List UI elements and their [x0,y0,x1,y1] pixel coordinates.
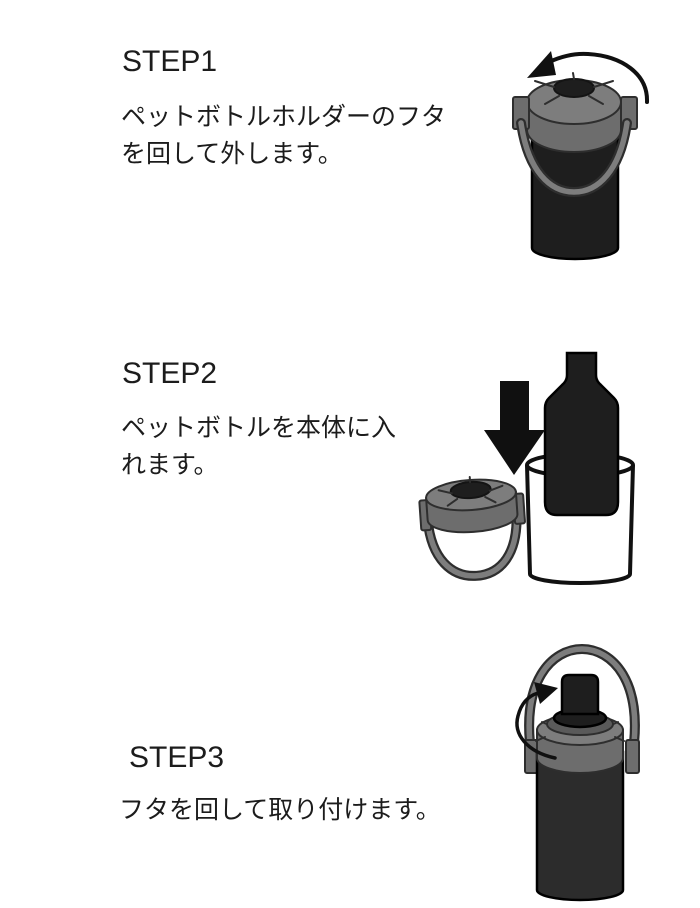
pet-bottle [543,351,620,517]
step2-description: ペットボトルを本体に入 れます。 [121,410,396,484]
step1-description-line2: を回して外します。 [121,140,343,168]
step3-title: STEP3 [129,741,225,774]
bottle-neck [552,673,608,729]
step2-description-line1: ペットボトルを本体に入 [121,414,397,442]
holder-body [535,750,625,902]
step1-illustration [512,51,650,261]
step3-description-line1: フタを回して取り付けます。 [119,796,441,824]
step2-illustration [418,351,635,585]
step3-illustration [515,643,640,902]
step2-title: STEP2 [122,357,218,390]
step1-description: ペットボトルホルダーのフタ を回して外します。 [121,99,446,173]
holder-body [530,135,620,261]
rotate-close-arrow-icon [515,682,558,760]
step2-description-line2: れます。 [121,451,219,479]
holder-handle [516,118,632,198]
holder-handle [524,643,640,763]
step1-description-line1: ペットボトルホルダーのフタ [121,103,447,131]
rotate-open-arrow-icon [527,51,650,104]
removed-lid-with-handle [418,476,526,581]
holder-lid [526,72,622,153]
step3-description: フタを回して取り付けます。 [119,792,441,829]
handle-tab-right [625,739,640,774]
step1-title: STEP1 [122,45,218,78]
down-arrow-icon [484,381,545,475]
lid-hole [553,78,595,98]
